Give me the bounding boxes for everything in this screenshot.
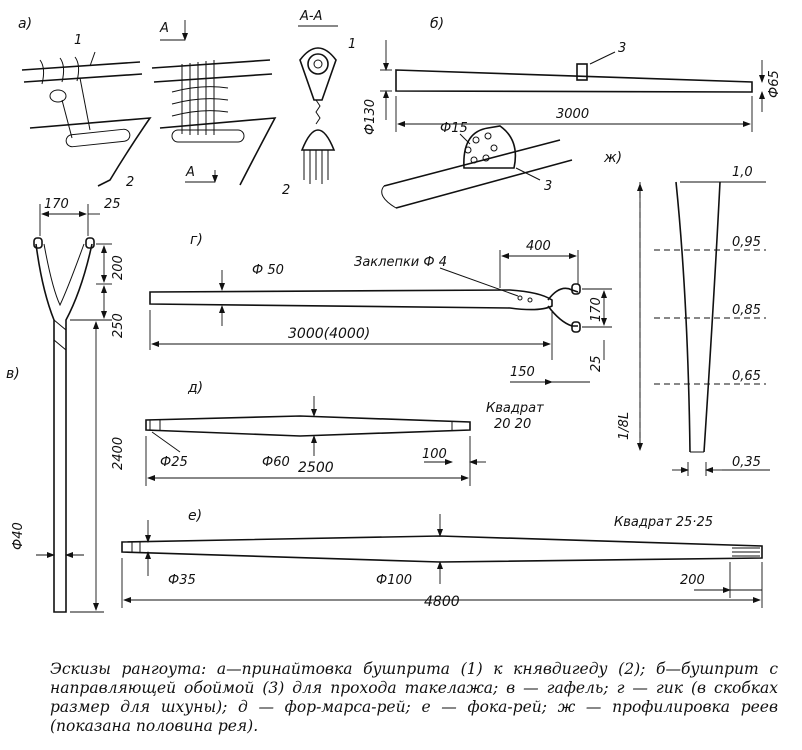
dim-25-boom: 25	[589, 355, 604, 372]
callout-3-detail: 3	[544, 179, 552, 194]
dim-2400-gaff: 2400	[111, 437, 126, 470]
figure-caption: Эскизы рангоута: а—принайтовка бушприта …	[50, 660, 778, 735]
label-square-size-d: 20 20	[494, 417, 531, 432]
ratio-1-0: 1,0	[732, 165, 753, 180]
spar-view-1	[21, 51, 152, 187]
label-v: в)	[6, 366, 20, 382]
callout-2-section: 2	[282, 183, 290, 198]
dim-3000-4000-boom: 3000(4000)	[288, 326, 370, 342]
label-zh: ж)	[603, 150, 622, 166]
callout-2: 2	[126, 175, 134, 190]
gaff-jaws-and-spar	[35, 243, 93, 613]
ring-detail	[381, 125, 573, 209]
dim-4800: 4800	[424, 594, 460, 610]
section-mark-a-top: А	[159, 21, 169, 36]
sketch-g: г) Заклепки Ф 4 Ф 50 400 3000(4000) 170 …	[149, 232, 612, 385]
dim-200: 200	[680, 573, 705, 588]
sketch-e: е) Квадрат 25·25 Ф35 Ф100 200 4800	[121, 508, 763, 610]
ratio-0-35: 0,35	[732, 455, 761, 470]
boom-spar	[149, 289, 553, 311]
section-mark-a-bottom: А	[185, 165, 195, 180]
dim-170-boom: 170	[589, 297, 604, 322]
dim-170-gaff: 170	[44, 197, 69, 212]
sketch-d: д) Квадрат 20 20 2500 Ф25 Ф60 100	[145, 380, 544, 486]
dim-phi35: Ф35	[168, 573, 196, 588]
sketch-a: а) 1 2 А А	[18, 9, 356, 198]
dim-2500: 2500	[298, 460, 334, 476]
label-g: г)	[190, 232, 203, 248]
dim-phi50: Ф 50	[252, 263, 284, 278]
topsail-yard-spar	[145, 415, 471, 437]
dim-phi15: Ф15	[440, 121, 468, 136]
sketch-b: б) 3 Ф130 Ф65 3000 Ф15	[363, 16, 782, 209]
dim-25-gaff: 25	[104, 197, 121, 212]
ratio-0-85: 0,85	[732, 303, 761, 318]
dim-phi130: Ф130	[363, 99, 378, 135]
dim-250-gaff: 250	[111, 313, 126, 338]
dim-150-boom: 150	[510, 365, 535, 380]
dim-100: 100	[422, 447, 447, 462]
dim-phi100: Ф100	[376, 573, 412, 588]
dim-phi25: Ф25	[160, 455, 188, 470]
callout-1-section: 1	[348, 37, 356, 52]
callout-3: 3	[618, 41, 626, 56]
dim-phi65: Ф65	[767, 70, 782, 98]
label-e: е)	[188, 508, 202, 524]
label-d: д)	[187, 380, 203, 396]
dim-phi60: Ф60	[262, 455, 290, 470]
sketch-zh: ж) 1,0 0,95 0,85 0,65 0,35 1/8L	[603, 150, 770, 476]
dim-400-boom: 400	[526, 239, 551, 254]
bowsprit-spar	[395, 69, 753, 93]
length-1-8-l: 1/8L	[617, 412, 632, 440]
yard-half-profile	[675, 181, 721, 453]
callout-1: 1	[74, 33, 82, 48]
ratio-0-65: 0,65	[732, 369, 761, 384]
dim-phi40-gaff: Ф40	[11, 522, 26, 550]
dim-3000-bowsprit: 3000	[556, 107, 589, 122]
guide-ring	[576, 63, 588, 81]
label-a: а)	[18, 16, 32, 32]
section-aa-title: А-А	[299, 9, 322, 24]
label-square-e: Квадрат 25·25	[614, 515, 713, 530]
fore-yard-spar	[121, 535, 763, 563]
label-b: б)	[430, 16, 444, 32]
ratio-0-95: 0,95	[732, 235, 761, 250]
label-square-d: Квадрат	[486, 401, 544, 416]
spar-view-2	[151, 20, 277, 186]
dim-200-gaff: 200	[111, 255, 126, 280]
section-aa-view	[298, 25, 338, 184]
label-rivets: Заклепки Ф 4	[354, 255, 447, 270]
sketch-v: в) 170 25 200 250 2400 Ф40	[6, 197, 126, 613]
